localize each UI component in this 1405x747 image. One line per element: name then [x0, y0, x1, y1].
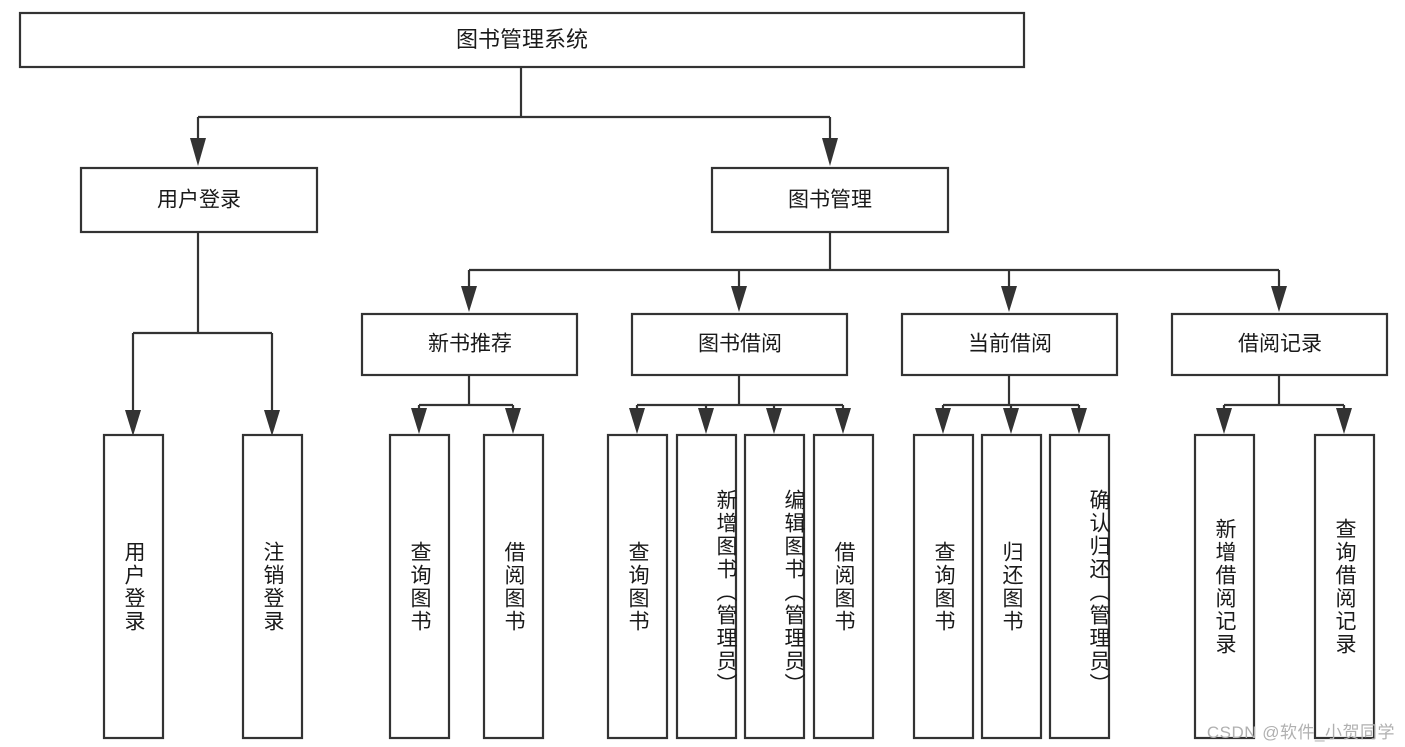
arrow-to-leaf-user-login [125, 410, 141, 436]
node-borrow-record-box[interactable] [1170, 312, 1389, 377]
node-leaf-add-record-box[interactable] [1193, 433, 1256, 740]
connector-group-user-login-leaves [125, 232, 280, 436]
connector-group-borrow-record-leaves [1216, 375, 1352, 434]
arrow-to-leaf-query-book-2 [629, 408, 645, 434]
node-leaf-query-book-3-box[interactable] [912, 433, 975, 740]
arrow-to-book-manage [822, 138, 838, 166]
node-leaf-return-book-box[interactable] [980, 433, 1043, 740]
node-leaf-query-record-box[interactable] [1313, 433, 1376, 740]
node-new-book-recommend-box[interactable] [360, 312, 579, 377]
node-leaf-user-login-box[interactable] [102, 433, 165, 740]
arrow-to-leaf-user-logout [264, 410, 280, 436]
connector-group-current-borrow-leaves [935, 375, 1087, 434]
arrow-to-leaf-query-record [1336, 408, 1352, 434]
node-root-label: 图书管理系统 [456, 27, 588, 52]
watermark-text: CSDN @软件_小贺同学 [1206, 723, 1395, 742]
arrow-to-borrow-record [1271, 286, 1287, 312]
node-book-borrow-label: 图书借阅 [698, 333, 782, 356]
node-root-box[interactable] [18, 11, 1026, 69]
arrow-to-leaf-add-record [1216, 408, 1232, 434]
connector-group-book-manage-to-level3 [461, 232, 1287, 312]
node-book-manage-label: 图书管理 [788, 189, 872, 212]
arrow-to-new-book-recommend [461, 286, 477, 312]
arrow-to-leaf-borrow-book-2 [835, 408, 851, 434]
node-book-borrow-box[interactable] [630, 312, 849, 377]
arrow-to-leaf-edit-book [766, 408, 782, 434]
node-leaf-borrow-book-1-box[interactable] [482, 433, 545, 740]
node-leaf-borrow-book-2-box[interactable] [812, 433, 875, 740]
node-book-manage-box[interactable] [710, 166, 950, 234]
arrow-to-leaf-add-book [698, 408, 714, 434]
connector-group-root-to-level2 [190, 67, 838, 166]
arrow-to-current-borrow [1001, 286, 1017, 312]
node-leaf-confirm-return-box[interactable] [1048, 433, 1111, 740]
node-user-login-box[interactable] [79, 166, 319, 234]
node-leaf-edit-book-box[interactable] [743, 433, 806, 740]
arrow-to-leaf-return-book [1003, 408, 1019, 434]
arrow-to-leaf-query-book-3 [935, 408, 951, 434]
connector-group-new-book-recommend-leaves [411, 375, 521, 434]
node-leaf-user-logout-box[interactable] [241, 433, 304, 740]
node-new-book-recommend-label: 新书推荐 [428, 333, 512, 356]
node-borrow-record-label: 借阅记录 [1238, 333, 1322, 356]
connector-group-book-borrow-leaves [629, 375, 851, 434]
arrow-to-leaf-query-book-1 [411, 408, 427, 434]
arrow-to-leaf-confirm-return [1071, 408, 1087, 434]
node-current-borrow-box[interactable] [900, 312, 1119, 377]
node-leaf-query-book-2-box[interactable] [606, 433, 669, 740]
node-current-borrow-label: 当前借阅 [968, 333, 1052, 356]
node-leaf-add-book-box[interactable] [675, 433, 738, 740]
node-leaf-query-book-1-box[interactable] [388, 433, 451, 740]
arrow-to-leaf-borrow-book-1 [505, 408, 521, 434]
node-user-login-label: 用户登录 [157, 189, 241, 212]
arrow-to-book-borrow [731, 286, 747, 312]
arrow-to-user-login [190, 138, 206, 166]
